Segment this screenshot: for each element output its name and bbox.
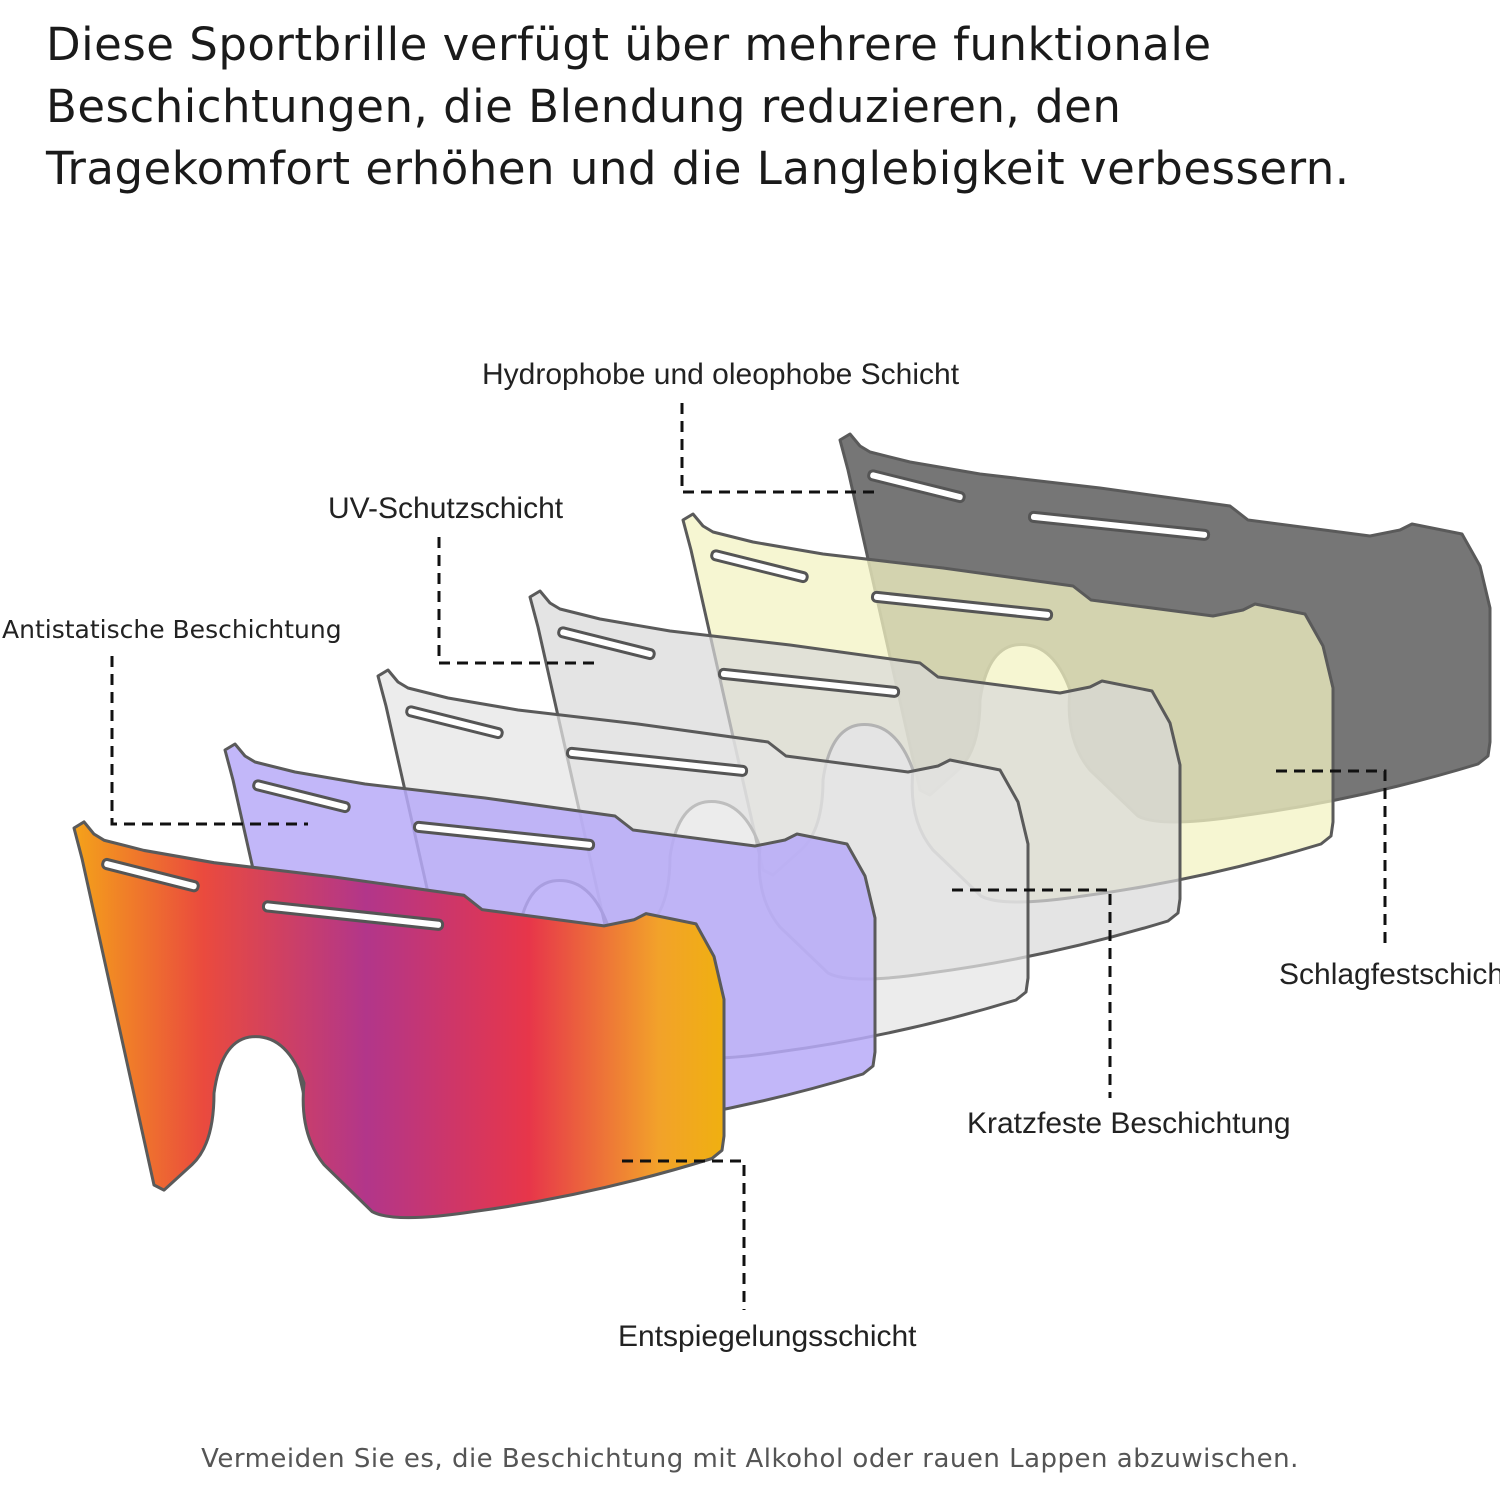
vent-slot [867, 469, 966, 504]
lens-layer-uv [528, 589, 1182, 981]
headline-line-3: Tragekomfort erhöhen und die Langlebigke… [46, 142, 1350, 195]
vent-slot [557, 626, 656, 661]
label-antireflective: Entspiegelungsschicht [618, 1320, 917, 1353]
leader-scratch [952, 888, 1112, 1098]
care-note: Vermeiden Sie es, die Beschichtung mit A… [201, 1444, 1299, 1474]
vent-slot [565, 746, 749, 777]
vent-slot [412, 820, 596, 851]
label-impact: Schlagfestschicht [1279, 958, 1500, 991]
vent-slot [870, 590, 1054, 621]
lens-layer-hydrophobic [681, 512, 1335, 904]
label-scratch: Kratzfeste Beschichtung [967, 1107, 1291, 1140]
leader-antistatic [110, 656, 308, 826]
label-uv: UV-Schutzschicht [328, 492, 564, 525]
lens-layer-antistatic [223, 742, 877, 1134]
label-hydrophobic: Hydrophobe und oleophobe Schicht [482, 358, 960, 391]
leader-impact [1276, 769, 1387, 948]
leader-uv [437, 537, 596, 665]
vent-slot [101, 857, 200, 893]
lens-layer-impact [838, 432, 1492, 824]
lens-layer-antireflective [72, 820, 726, 1220]
label-antistatic: Antistatische Beschichtung [2, 615, 342, 644]
vent-slot [261, 900, 445, 931]
headline-line-2: Beschichtungen, die Blendung reduzieren,… [46, 80, 1122, 133]
headline: Diese Sportbrille verfügt über mehrere f… [46, 14, 1466, 200]
vent-slot [710, 549, 809, 584]
vent-slot [405, 705, 504, 740]
vent-slot [1027, 510, 1211, 541]
leader-hydrophobic [680, 403, 876, 494]
lens-layer-scratch [376, 668, 1030, 1060]
vent-slot [717, 667, 901, 698]
leader-antireflective [622, 1159, 746, 1310]
vent-slot [252, 779, 351, 814]
headline-line-1: Diese Sportbrille verfügt über mehrere f… [46, 18, 1212, 71]
